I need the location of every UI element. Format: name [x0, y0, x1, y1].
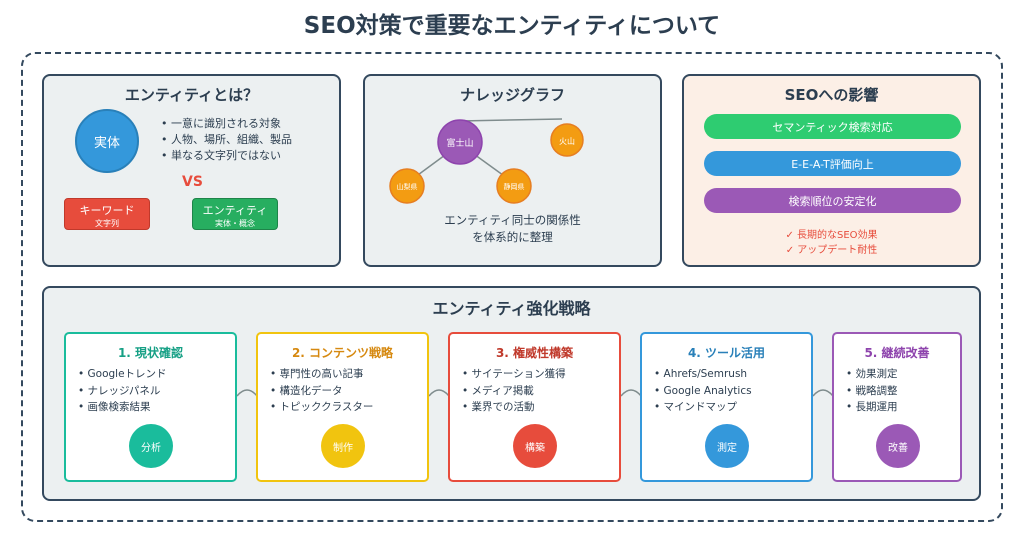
step-title: 5. 継続改善 [864, 346, 930, 360]
eeat-pill: E-E-A-T評価向上 [704, 151, 961, 176]
step-item-list: • 効果測定 • 戦略調整 • 長期運用 [846, 366, 898, 416]
list-item: • マインドマップ [654, 401, 738, 413]
list-item: • トピッククラスター [270, 401, 374, 413]
list-item: • 画像検索結果 [78, 401, 151, 413]
step-item-list: • 専門性の高い記事 • 構造化データ • トピッククラスター [270, 366, 373, 416]
step-title: 3. 権威性構築 [495, 346, 574, 360]
graph-node-yamanashi [389, 168, 425, 204]
step-circle: 改善 [876, 424, 920, 468]
entity-box: エンティティ 実体・概念 [192, 198, 278, 230]
step-title: 1. 現状確認 [117, 346, 184, 360]
step-connector [813, 389, 833, 397]
step-circle: 制作 [321, 424, 365, 468]
entity-card-title: エンティティとは？ [124, 86, 259, 104]
step-item-list: • Ahrefs/Semrush • Google Analytics • マイ… [654, 366, 752, 416]
keyword-box-sublabel: 文字列 [95, 219, 119, 228]
list-item: • Ahrefs/Semrush [654, 368, 748, 380]
step-circle: 測定 [705, 424, 749, 468]
vs-label: VS [182, 174, 203, 190]
entity-bullet-list: • 一意に識別される対象 • 人物、場所、組織、製品 • 単なる文字列ではない [161, 116, 292, 164]
graph-card-title: ナレッジグラフ [459, 86, 565, 104]
strategy-title: エンティティ強化戦略 [432, 299, 591, 318]
entity-circle: 実体 [75, 109, 139, 173]
list-item: • Google Analytics [654, 384, 752, 397]
list-item: • 効果測定 [846, 368, 898, 380]
list-item: • Googleトレンド [78, 368, 167, 380]
list-item: • 業界での活動 [462, 401, 535, 413]
step-improvement: 5. 継続改善 • 効果測定 • 戦略調整 • 長期運用 改善 [832, 332, 962, 482]
step-title: 4. ツール活用 [687, 346, 766, 360]
graph-edge [459, 118, 563, 122]
outer-dashed-frame [21, 52, 1003, 522]
keyword-box-label: キーワード [79, 204, 135, 217]
ranking-stability-pill: 検索順位の安定化 [704, 188, 961, 213]
graph-node-label: 静岡県 [504, 182, 525, 191]
entity-box-label: エンティティ [202, 204, 268, 217]
graph-node-volcano [550, 123, 584, 157]
list-item: • 単なる文字列ではない [161, 149, 281, 162]
step-tools: 4. ツール活用 • Ahrefs/Semrush • Google Analy… [640, 332, 813, 482]
step-circle: 構築 [513, 424, 557, 468]
graph-node-label: 火山 [559, 136, 575, 146]
graph-node-shizuoka [496, 168, 532, 204]
page-title: SEO対策で重要なエンティティについて [303, 13, 721, 39]
list-item: • ナレッジパネル [78, 384, 161, 397]
semantic-search-pill: セマンティック検索対応 [704, 114, 961, 139]
graph-node-label: 富士山 [446, 137, 473, 149]
list-item: • 専門性の高い記事 [270, 368, 364, 380]
step-connector [429, 389, 449, 397]
knowledge-graph-diagram: 富士山 火山 山梨県 静岡県 [389, 118, 584, 204]
keyword-box: キーワード 文字列 [64, 198, 150, 230]
seo-card-title: SEOへの影響 [784, 86, 879, 104]
step-connector [621, 389, 641, 397]
list-item: • メディア掲載 [462, 384, 534, 397]
step-content-strategy: 2. コンテンツ戦略 • 専門性の高い記事 • 構造化データ • トピッククラス… [256, 332, 429, 482]
step-title: 2. コンテンツ戦略 [291, 346, 394, 360]
step-circle: 分析 [129, 424, 173, 468]
step-current-status: 1. 現状確認 • Googleトレンド • ナレッジパネル • 画像検索結果 … [64, 332, 237, 482]
list-item: • 戦略調整 [846, 384, 898, 397]
entity-definition-card: エンティティとは？ 実体 • 一意に識別される対象 • 人物、場所、組織、製品 … [42, 74, 341, 267]
graph-caption-line-2: を体系的に整理 [472, 230, 553, 244]
list-item: • サイテーション獲得 [462, 368, 566, 380]
graph-caption-line-1: エンティティ同士の関係性 [444, 213, 581, 227]
strategy-section: エンティティ強化戦略 1. 現状確認 • Googleトレンド • ナレッジパネ… [42, 286, 981, 501]
graph-node-fuji [437, 119, 483, 165]
step-authority: 3. 権威性構築 • サイテーション獲得 • メディア掲載 • 業界での活動 構… [448, 332, 621, 482]
check-item: ✓ 長期的なSEO効果 [785, 230, 878, 241]
list-item: • 構造化データ [270, 384, 343, 397]
list-item: • 長期運用 [846, 401, 898, 413]
graph-node-label: 山梨県 [397, 182, 418, 191]
step-item-list: • サイテーション獲得 • メディア掲載 • 業界での活動 [462, 366, 566, 416]
seo-impact-card: SEOへの影響 セマンティック検索対応 E-E-A-T評価向上 検索順位の安定化… [682, 74, 981, 267]
step-connector [237, 389, 257, 397]
step-item-list: • Googleトレンド • ナレッジパネル • 画像検索結果 [78, 366, 167, 416]
knowledge-graph-card: ナレッジグラフ 富士山 火山 山梨県 静岡県 エンティティ同士の関係性 を体系的… [363, 74, 662, 267]
check-item: ✓ アップデート耐性 [785, 245, 878, 256]
list-item: • 一意に識別される対象 [161, 117, 281, 130]
list-item: • 人物、場所、組織、製品 [161, 133, 292, 146]
entity-box-sublabel: 実体・概念 [215, 219, 255, 228]
